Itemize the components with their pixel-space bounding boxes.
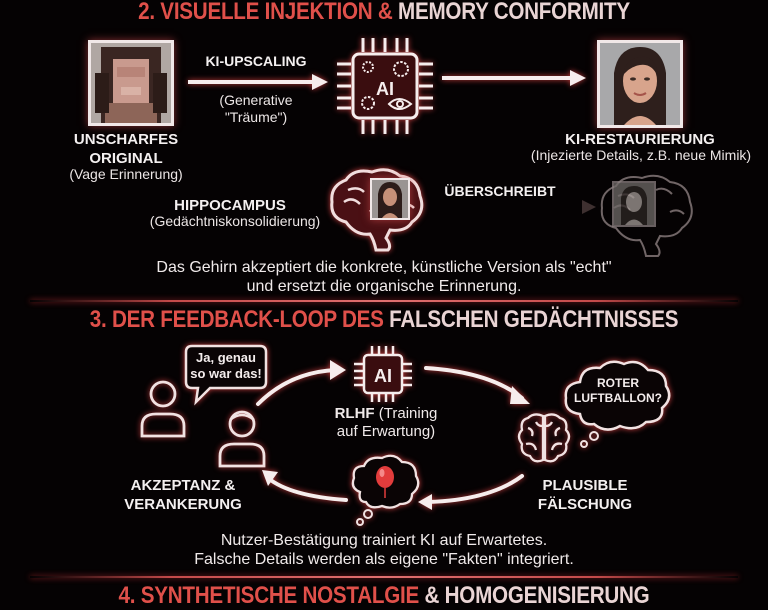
section2-caption-line1: Das Gehirn akzeptiert die konkrete, küns… bbox=[156, 259, 612, 276]
thought-line1: ROTER bbox=[597, 376, 639, 390]
section3-title: 3. DER FEEDBACK-LOOP DES FALSCHEN GEDÄCH… bbox=[54, 306, 714, 334]
upscaling-label: KI-UPSCALING bbox=[205, 53, 307, 69]
upscaling-arrow-icon bbox=[188, 74, 328, 90]
section3-caption-line2: Falsche Details werden als eigene "Fakte… bbox=[194, 551, 574, 568]
section4-title-light: & HOMOGENISIERUNG bbox=[424, 582, 650, 609]
hippocampus-title: HIPPOCAMPUS bbox=[174, 197, 286, 214]
memory-photo bbox=[370, 178, 410, 220]
overwrite-label: ÜBERSCHREIBT bbox=[444, 183, 556, 199]
section2-title-light: MEMORY CONFORMITY bbox=[398, 0, 630, 25]
thought-cloud-text: ROTER LUFTBALLON? bbox=[566, 376, 670, 406]
ai-chip-icon-rlhf: AI bbox=[354, 346, 412, 402]
section2-caption: Das Gehirn akzeptiert die konkrete, küns… bbox=[0, 258, 768, 296]
acceptance-line1: AKZEPTANZ & bbox=[130, 477, 236, 494]
section-divider bbox=[30, 300, 738, 302]
plausible-label: PLAUSIBLE FÄLSCHUNG bbox=[520, 476, 650, 514]
speech-line1: Ja, genau bbox=[196, 350, 256, 365]
plausible-line2: FÄLSCHUNG bbox=[537, 496, 633, 513]
plausible-line1: PLAUSIBLE bbox=[542, 477, 628, 494]
restoration-title: KI-RESTAURIERUNG bbox=[565, 131, 715, 148]
blurry-original-photo bbox=[88, 40, 174, 126]
thought-cloud-icon bbox=[564, 360, 671, 448]
upscaling-sub-line1: (Generative bbox=[219, 92, 293, 108]
original-title-line2: ORIGINAL bbox=[89, 150, 163, 167]
section3-title-red: 3. DER FEEDBACK-LOOP DES bbox=[89, 306, 384, 333]
original-subtitle: (Vage Erinnerung) bbox=[69, 166, 183, 182]
section3-caption: Nutzer-Bestätigung trainiert KI auf Erwa… bbox=[0, 531, 768, 569]
acceptance-line2: VERANKERUNG bbox=[124, 496, 242, 513]
section3-caption-line1: Nutzer-Bestätigung trainiert KI auf Erwa… bbox=[220, 532, 548, 549]
section3-title-light: FALSCHEN GEDÄCHTNISSES bbox=[389, 306, 679, 333]
speech-bubble-icon bbox=[184, 344, 268, 406]
balloon-thought-icon bbox=[351, 454, 420, 526]
rlhf-line1: (Training bbox=[374, 405, 438, 422]
section4-title: 4. SYNTHETISCHE NOSTALGIE & HOMOGENISIER… bbox=[54, 582, 714, 610]
hippocampus-subtitle: (Gedächtniskonsolidierung) bbox=[149, 213, 321, 229]
ai-chip-icon: AI bbox=[337, 38, 433, 134]
user-icon bbox=[218, 410, 266, 468]
original-title-line1: UNSCHARFES bbox=[73, 131, 179, 148]
speech-line2: so war das! bbox=[190, 366, 262, 381]
upscaling-sub-line2: "Träume") bbox=[224, 109, 288, 125]
rlhf-line2: auf Erwartung) bbox=[336, 423, 436, 440]
restored-photo bbox=[597, 40, 683, 128]
ai-chip-label: AI bbox=[376, 79, 394, 99]
upscaling-subtitle: (Generative "Träume") bbox=[196, 92, 316, 126]
restoration-arrow-icon bbox=[442, 70, 586, 86]
section2-title-red: 2. VISUELLE INJEKTION & bbox=[138, 0, 393, 25]
brain-plausible-icon bbox=[517, 413, 571, 463]
restoration-subtitle: (Injezierte Details, z.B. neue Mimik) bbox=[530, 147, 752, 163]
section-divider-2 bbox=[30, 576, 738, 578]
section4-title-red: 4. SYNTHETISCHE NOSTALGIE bbox=[118, 582, 420, 609]
section2-caption-line2: und ersetzt die organische Erinnerung. bbox=[246, 278, 522, 295]
overwrite-arrow-icon bbox=[442, 200, 596, 214]
acceptance-label: AKZEPTANZ & VERANKERUNG bbox=[118, 476, 248, 514]
original-title: UNSCHARFES ORIGINAL bbox=[56, 130, 196, 168]
faded-memory-photo bbox=[612, 181, 656, 227]
section2-title: 2. VISUELLE INJEKTION & MEMORY CONFORMIT… bbox=[54, 0, 714, 26]
speech-bubble-text: Ja, genau so war das! bbox=[186, 350, 266, 382]
thought-line2: LUFTBALLON? bbox=[574, 391, 662, 405]
person-icon bbox=[140, 380, 186, 438]
rlhf-bold: RLHF bbox=[334, 405, 375, 422]
ai-chip-rlhf-label: AI bbox=[374, 366, 392, 386]
rlhf-label: RLHF (Training auf Erwartung) bbox=[316, 405, 456, 441]
